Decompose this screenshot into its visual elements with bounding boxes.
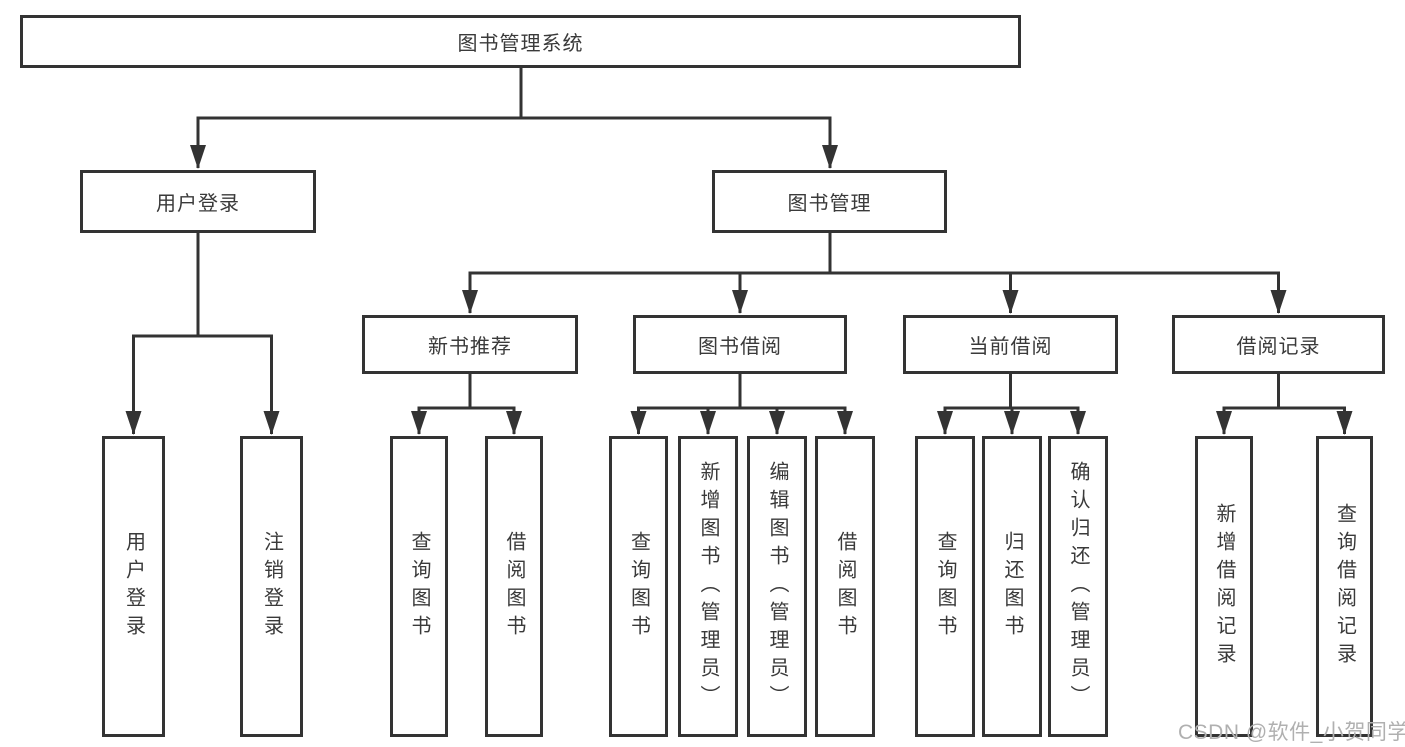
node-label: 图书借阅 — [698, 336, 782, 358]
node-label: 归还图书 — [1001, 530, 1023, 643]
node-book-management-branch: 图书管理 — [712, 170, 947, 233]
node-label: 图书管理系统 — [457, 33, 584, 55]
node-query-books-borrowing: 查询图书 — [609, 436, 668, 737]
node-current-borrowing: 当前借阅 — [903, 315, 1118, 374]
connector-book-management-to-modules — [462, 233, 1287, 314]
connector-current-borrowing-to-leaves — [937, 374, 1086, 435]
node-borrowing-records: 借阅记录 — [1172, 315, 1385, 374]
connector-new-book-recommendation-to-leaves — [411, 374, 522, 435]
node-logout-leaf: 注销登录 — [240, 436, 303, 737]
node-label: 新增图书（管理员） — [697, 460, 719, 713]
connector-user-login-to-leaves — [125, 233, 280, 435]
connector-borrowing-records-to-leaves — [1216, 374, 1353, 435]
connector-root-to-branches — [190, 68, 838, 169]
node-label: 用户登录 — [156, 193, 240, 215]
node-label: 新书推荐 — [428, 336, 512, 358]
node-confirm-return-admin: 确认归还（管理员） — [1048, 436, 1108, 737]
node-borrow-books-recommend: 借阅图书 — [485, 436, 543, 737]
node-label: 编辑图书（管理员） — [766, 460, 788, 713]
node-book-borrowing: 图书借阅 — [633, 315, 847, 374]
node-label: 当前借阅 — [968, 336, 1053, 358]
node-label: 查询图书 — [627, 530, 650, 643]
node-label: 借阅图书 — [834, 530, 856, 643]
node-label: 查询图书 — [408, 530, 430, 643]
node-borrow-books-leaf: 借阅图书 — [815, 436, 875, 737]
csdn-watermark: CSDN @软件_小贺同学 — [1178, 721, 1405, 744]
node-label: 确认归还（管理员） — [1067, 460, 1089, 713]
node-label: 图书管理 — [787, 193, 872, 215]
node-return-books: 归还图书 — [982, 436, 1042, 737]
node-query-books-current: 查询图书 — [915, 436, 975, 737]
node-query-books-recommend: 查询图书 — [390, 436, 448, 737]
node-edit-books-admin: 编辑图书（管理员） — [747, 436, 807, 737]
node-query-borrow-record: 查询借阅记录 — [1316, 436, 1373, 737]
node-label: 注销登录 — [260, 530, 283, 643]
node-label: 新增借阅记录 — [1213, 502, 1235, 671]
node-new-book-recommendation: 新书推荐 — [362, 315, 578, 374]
node-add-borrow-record: 新增借阅记录 — [1195, 436, 1253, 737]
node-user-login-leaf: 用户登录 — [102, 436, 165, 737]
node-label: 查询借阅记录 — [1333, 502, 1356, 671]
node-library-management-system: 图书管理系统 — [20, 15, 1021, 68]
node-user-login-branch: 用户登录 — [80, 170, 316, 233]
node-label: 用户登录 — [122, 530, 145, 643]
node-label: 借阅图书 — [503, 530, 525, 643]
node-label: 查询图书 — [934, 530, 956, 643]
connector-book-borrowing-to-leaves — [630, 374, 853, 435]
node-add-books-admin: 新增图书（管理员） — [678, 436, 738, 737]
node-label: 借阅记录 — [1236, 336, 1321, 358]
